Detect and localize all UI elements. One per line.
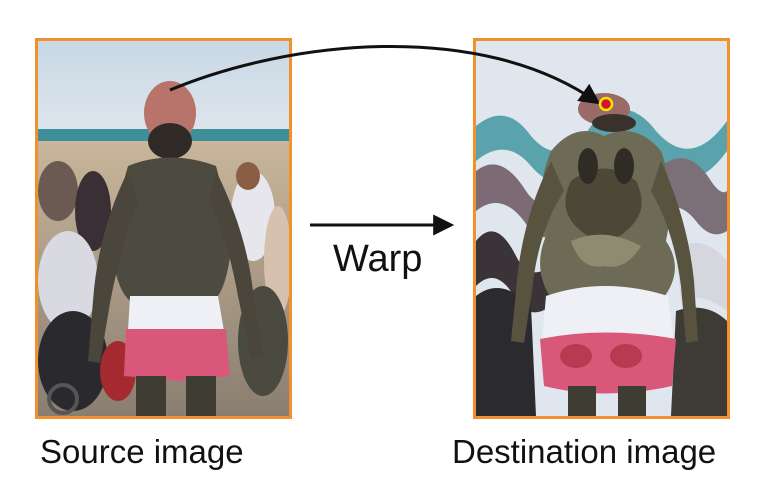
source-caption: Source image [40, 433, 244, 470]
destination-photo [476, 41, 727, 416]
destination-image [473, 38, 730, 419]
source-photo [38, 41, 289, 416]
warp-label: Warp [333, 238, 423, 280]
source-image [35, 38, 292, 419]
destination-caption: Destination image [452, 433, 717, 470]
